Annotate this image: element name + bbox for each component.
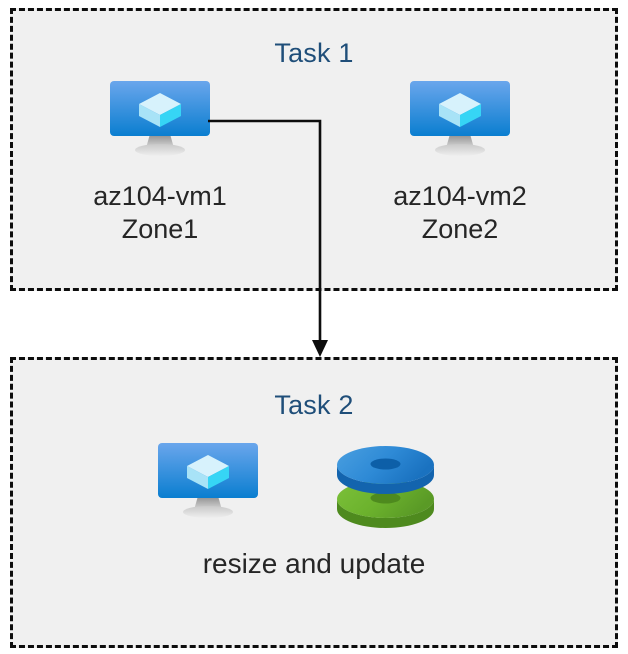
azure-disks-icon [333,443,438,529]
azure-virtual-machine-icon [409,80,511,158]
azure-virtual-machine-icon [109,80,211,158]
node-vm-task2[interactable] [103,442,313,520]
task-1-title: Task 1 [274,38,354,68]
task-2-caption: resize and update [202,548,426,579]
vm2-zone: Zone2 [421,214,499,245]
node-label-vm1: az104-vm1 Zone1 [55,180,265,247]
azure-virtual-machine-icon [157,442,259,520]
vm1-name: az104-vm1 [93,181,227,211]
vm2-name: az104-vm2 [393,181,527,211]
vm1-zone: Zone1 [121,214,199,245]
connector-arrowhead-icon [312,340,328,357]
task-2-container: Task 2 [10,357,618,648]
task-2-title: Task 2 [274,390,354,420]
node-label-vm2: az104-vm2 Zone2 [355,180,565,247]
node-az104-vm1[interactable]: az104-vm1 Zone1 [55,80,265,247]
node-az104-vm2[interactable]: az104-vm2 Zone2 [355,80,565,247]
